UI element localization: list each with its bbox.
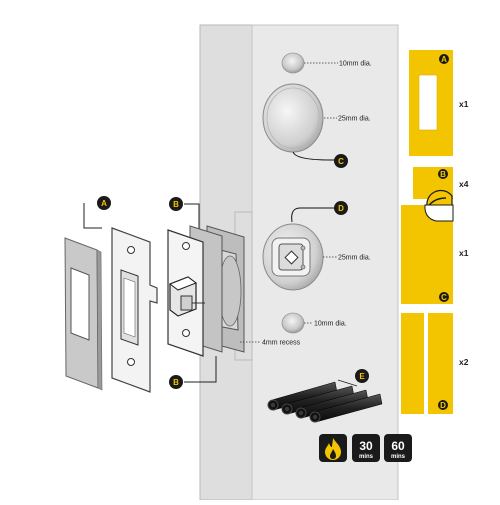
swatch-c: C x1 — [401, 204, 469, 304]
marker-b-top-letter: B — [173, 200, 179, 209]
swatch-c-letter: C — [441, 293, 447, 302]
swatch-c-qty: x1 — [459, 248, 469, 258]
tube-4 — [309, 393, 383, 423]
fire-badge-30: 30 mins — [352, 434, 380, 462]
latch-assembly: B B — [167, 197, 245, 389]
strike-plate-metal — [111, 227, 158, 393]
strike-plate-a: A — [64, 196, 111, 391]
swatch-a: A x1 — [409, 50, 469, 156]
strike-screw-bottom — [127, 358, 135, 366]
marker-d: D — [334, 201, 348, 215]
swatch-a-qty: x1 — [459, 99, 469, 109]
latch-hole-label: 25mm dia. — [338, 255, 371, 262]
hole-mid-label: 25mm dia. — [338, 116, 371, 123]
swatch-d-letter: D — [440, 401, 446, 410]
marker-c: C — [334, 154, 348, 168]
forend-screw-top — [182, 242, 190, 250]
latch-hole-25mm: 25mm dia. — [262, 207, 371, 291]
fire-badge-60: 60 mins — [384, 434, 412, 462]
latch-screw-1 — [300, 245, 306, 251]
hole-bottom-label: 10mm dia. — [314, 321, 347, 328]
latch-screw-2 — [300, 264, 306, 270]
marker-e-letter: E — [359, 372, 365, 381]
fire-rating: 30 mins 60 mins — [319, 434, 412, 462]
swatch-d: D x2 — [401, 313, 469, 414]
fire-badge-60-unit: mins — [391, 454, 406, 460]
fire-badge-30-number: 30 — [359, 439, 373, 453]
flame-icon — [319, 434, 347, 462]
forend-screw-bottom — [182, 329, 190, 337]
swatch-b-qty: x4 — [459, 179, 469, 189]
fire-badge-30-unit: mins — [359, 454, 374, 460]
swatch-b: B x4 — [413, 167, 469, 211]
marker-a-letter: A — [101, 199, 107, 208]
hole-top-10mm: 10mm dia. — [281, 52, 372, 74]
swatch-a-letter: A — [441, 55, 447, 64]
swatch-b-letter: B — [440, 170, 446, 179]
fire-badge-60-number: 60 — [391, 439, 405, 453]
hole-mid-25mm: 25mm dia. — [262, 83, 371, 161]
swatch-d-qty: x2 — [459, 357, 469, 367]
hole-bottom-10mm: 10mm dia. — [281, 312, 347, 334]
recess-callout: 4mm recess — [240, 340, 301, 347]
latch-deadlock — [180, 295, 193, 311]
recess-label: 4mm recess — [262, 340, 301, 347]
svg-text:C: C — [338, 157, 344, 166]
marker-b-bottom-letter: B — [173, 378, 179, 387]
hole-top-label: 10mm dia. — [339, 61, 372, 68]
strike-screw-top — [127, 246, 135, 254]
latch-spindle — [284, 250, 299, 265]
svg-text:D: D — [338, 204, 344, 213]
intumescent-tubes: E — [267, 369, 383, 423]
